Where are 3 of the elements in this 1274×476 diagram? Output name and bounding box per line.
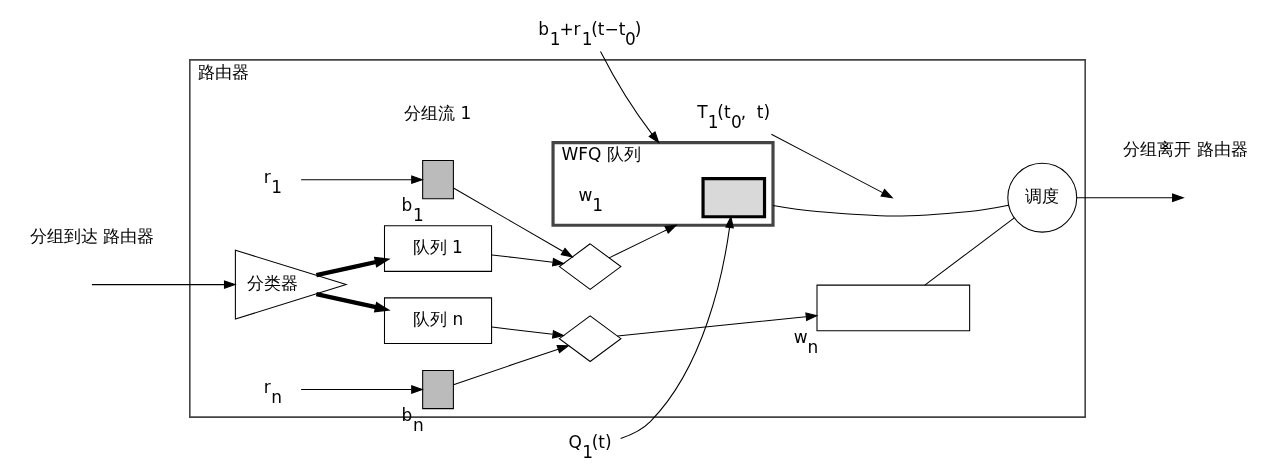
- label: 分组离开 路由器: [1122, 138, 1248, 159]
- label: 分组流 1: [403, 102, 471, 123]
- label: 分组到达 路由器: [29, 225, 154, 246]
